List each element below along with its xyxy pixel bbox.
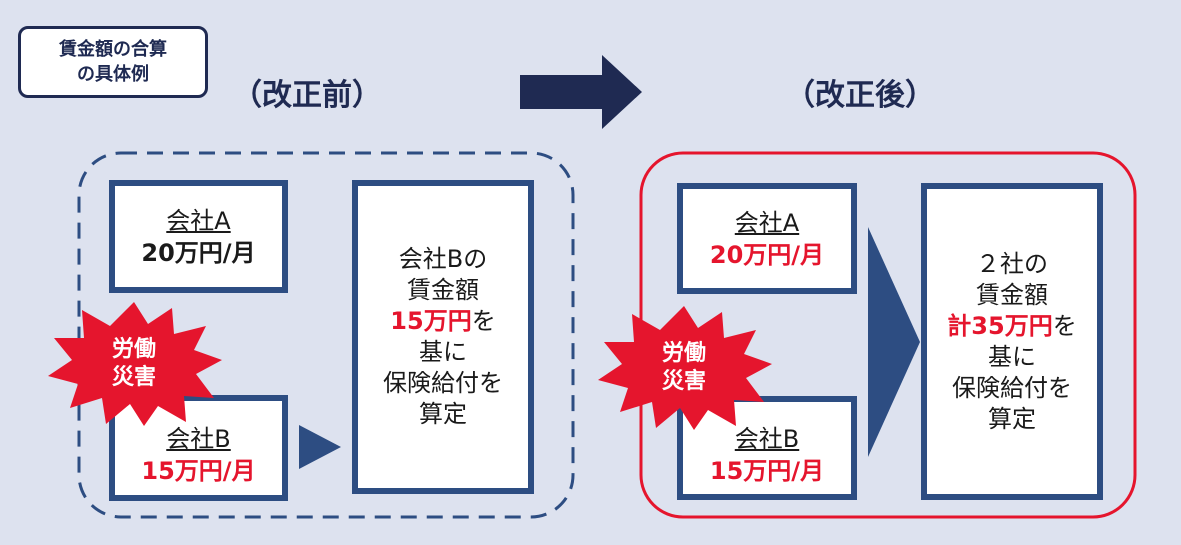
after-company-a-card: 会社A 20万円/月 — [677, 183, 857, 294]
after-result-line4: 基に — [988, 342, 1036, 371]
before-company-a-name: 会社A — [166, 206, 231, 235]
before-result-suffix: を — [471, 307, 496, 335]
after-result-line1: ２社の — [976, 249, 1048, 278]
after-result-suffix: を — [1052, 311, 1077, 340]
before-result-box: 会社Bの 賃金額 15万円を 基に 保険給付を 算定 — [352, 180, 534, 494]
before-company-b-wage: 15万円/月 — [141, 457, 256, 485]
after-company-b-card: 会社B 15万円/月 — [677, 396, 857, 500]
transition-arrow-icon — [520, 55, 642, 129]
after-accident-line2: 災害 — [661, 369, 706, 394]
before-group-border — [77, 151, 575, 519]
example-tag-line2: の具体例 — [77, 64, 149, 85]
before-result-line5: 保険給付を — [383, 369, 503, 397]
after-result-line3: 計35万円を — [947, 311, 1076, 342]
before-result-line3: 15万円を — [390, 306, 495, 337]
before-accident-line2: 災害 — [111, 365, 156, 390]
before-company-a-wage: 20万円/月 — [141, 238, 256, 267]
example-tag-line1: 賃金額の合算 — [59, 39, 167, 60]
after-company-a-wage: 20万円/月 — [709, 240, 825, 269]
after-heading: （改正後） — [785, 78, 935, 113]
before-result-line2: 賃金額 — [407, 276, 479, 304]
after-company-a-name: 会社A — [734, 208, 800, 237]
after-result-line5: 保険給付を — [952, 373, 1072, 402]
before-result-line6: 算定 — [419, 400, 467, 428]
after-result-line2: 賃金額 — [976, 280, 1048, 309]
after-result-highlight: 計35万円 — [947, 311, 1053, 340]
after-company-b-wage: 15万円/月 — [709, 457, 825, 485]
example-tag: 賃金額の合算 の具体例 — [18, 26, 208, 98]
before-result-highlight: 15万円 — [390, 307, 472, 335]
before-result-line4: 基に — [419, 338, 467, 366]
after-company-b-name: 会社B — [734, 425, 800, 453]
before-heading: （改正前） — [232, 78, 382, 113]
after-merge-arrow-icon — [868, 227, 920, 457]
before-accident-line1: 労働 — [111, 337, 156, 362]
before-result-line1: 会社Bの — [398, 245, 488, 273]
after-result-line6: 算定 — [988, 404, 1036, 433]
after-burst-icon — [598, 306, 772, 430]
after-accident-burst: 労働 災害 — [594, 304, 774, 432]
before-company-a-card: 会社A 20万円/月 — [109, 180, 288, 293]
before-accident-burst: 労働 災害 — [44, 300, 224, 428]
before-company-b-name: 会社B — [166, 425, 231, 453]
after-result-box: ２社の 賃金額 計35万円を 基に 保険給付を 算定 — [921, 183, 1103, 500]
after-accident-line1: 労働 — [661, 341, 706, 366]
before-arrow-icon — [299, 425, 341, 469]
before-burst-icon — [48, 302, 222, 426]
